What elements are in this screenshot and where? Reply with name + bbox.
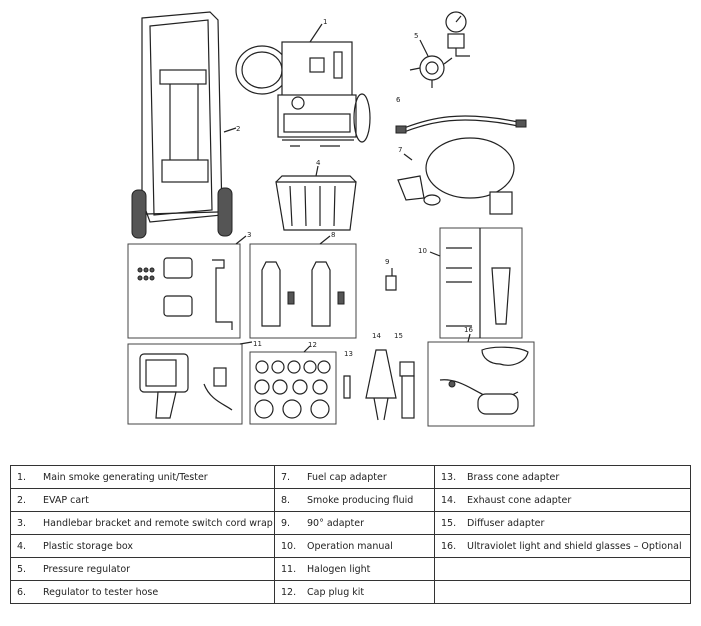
- table-row: 4.Plastic storage box 10.Operation manua…: [10, 534, 691, 558]
- cap-plug-kit-illustration: [254, 360, 331, 419]
- callout-13: 13: [344, 350, 353, 358]
- halogen-light-illustration: [139, 353, 233, 419]
- parts-cell: 14.Exhaust cone adapter: [434, 488, 691, 512]
- callout-11: 11: [253, 340, 262, 348]
- callout-14: 14: [372, 332, 381, 340]
- parts-diagram: 2 1 4 5 6: [127, 11, 535, 427]
- parts-cell: 7.Fuel cap adapter: [274, 465, 435, 489]
- operation-manual-illustration: [446, 228, 511, 338]
- parts-cell: 4.Plastic storage box: [10, 534, 275, 558]
- panel-8: [249, 243, 357, 339]
- table-row: 6.Regulator to tester hose 12.Cap plug k…: [10, 580, 691, 604]
- table-row: 2.EVAP cart 8.Smoke producing fluid 14.E…: [10, 488, 691, 512]
- callout-8: 8: [331, 231, 335, 239]
- parts-cell-empty: [434, 580, 691, 604]
- table-row: 1.Main smoke generating unit/Tester 7.Fu…: [10, 465, 691, 489]
- smoke-unit-illustration: [235, 41, 371, 147]
- callout-15: 15: [394, 332, 403, 340]
- parts-cell-empty: [434, 557, 691, 581]
- parts-cell: 15.Diffuser adapter: [434, 511, 691, 535]
- parts-legend-table: 1.Main smoke generating unit/Tester 7.Fu…: [10, 465, 691, 604]
- parts-cell: 16.Ultraviolet light and shield glasses …: [434, 534, 691, 558]
- handlebar-bracket-illustration: [137, 257, 233, 330]
- callout-6: 6: [396, 96, 401, 104]
- parts-cell: 3.Handlebar bracket and remote switch co…: [10, 511, 275, 535]
- parts-cell: 8.Smoke producing fluid: [274, 488, 435, 512]
- regulator-hose-illustration: [395, 115, 527, 134]
- panel-12: [249, 351, 337, 425]
- diffuser-adapter-illustration: [399, 361, 415, 419]
- parts-cell: 11.Halogen light: [274, 557, 435, 581]
- exhaust-cone-adapter-illustration: [365, 349, 397, 421]
- parts-cell: 9.90° adapter: [274, 511, 435, 535]
- parts-cell: 12.Cap plug kit: [274, 580, 435, 604]
- callout-5: 5: [414, 32, 418, 40]
- table-row: 5.Pressure regulator 11.Halogen light: [10, 557, 691, 581]
- parts-cell: 1.Main smoke generating unit/Tester: [10, 465, 275, 489]
- fuel-cap-adapter-illustration: [397, 137, 515, 215]
- table-row: 3.Handlebar bracket and remote switch co…: [10, 511, 691, 535]
- callout-1: 1: [323, 18, 327, 26]
- parts-cell: 10.Operation manual: [274, 534, 435, 558]
- parts-cell: 13.Brass cone adapter: [434, 465, 691, 489]
- parts-cell: 2.EVAP cart: [10, 488, 275, 512]
- brass-cone-adapter-illustration: [343, 375, 351, 399]
- panel-3: [127, 243, 241, 339]
- uv-light-glasses-illustration: [439, 346, 529, 415]
- callout-4: 4: [316, 159, 321, 167]
- parts-cell: 5.Pressure regulator: [10, 557, 275, 581]
- panel-11: [127, 343, 243, 425]
- callout-12: 12: [308, 341, 317, 349]
- callout-2: 2: [236, 125, 240, 133]
- callout-9: 9: [385, 258, 389, 266]
- panel-16: [427, 341, 535, 427]
- panel-10: [439, 227, 523, 339]
- parts-cell: 6.Regulator to tester hose: [10, 580, 275, 604]
- evap-cart-illustration: [131, 11, 233, 239]
- storage-box-illustration: [275, 175, 357, 231]
- callout-7: 7: [398, 146, 402, 154]
- callout-10: 10: [418, 247, 427, 255]
- ninety-degree-adapter-illustration: [385, 268, 397, 291]
- pressure-regulator-illustration: [409, 11, 470, 88]
- callout-3: 3: [247, 231, 251, 239]
- smoke-fluid-illustration: [261, 261, 345, 327]
- callout-16: 16: [464, 326, 473, 334]
